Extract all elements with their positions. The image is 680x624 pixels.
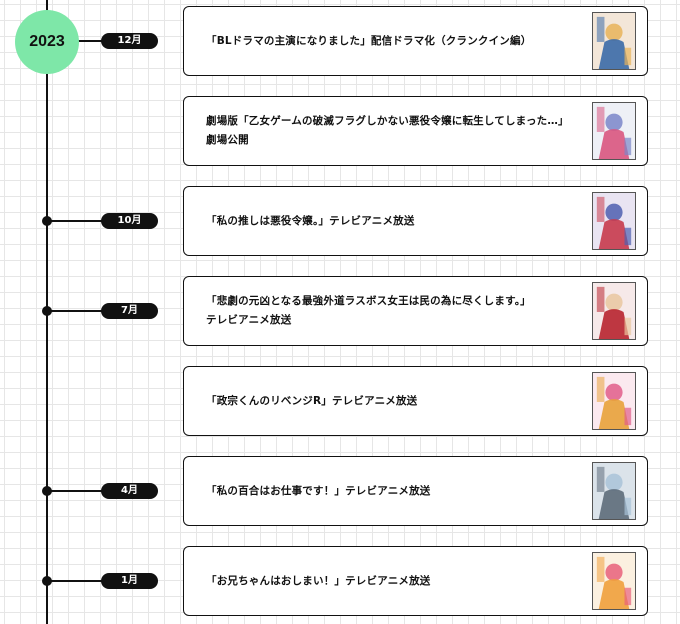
month-badge: 10月 [101,213,158,229]
month-badge: 4月 [101,483,158,499]
cover-art [593,463,635,519]
book-cover-image[interactable] [592,552,636,610]
book-cover-image[interactable] [592,372,636,430]
card-title: 劇場版「乙女ゲームの破滅フラグしかない悪役令嬢に転生してしまった…」劇場公開 [206,97,591,165]
book-cover-image[interactable] [592,462,636,520]
card-title: 「私の推しは悪役令嬢。」テレビアニメ放送 [206,187,591,255]
card-title-line: 「政宗くんのリベンジR」テレビアニメ放送 [206,394,418,407]
timeline-card[interactable]: 劇場版「乙女ゲームの破滅フラグしかない悪役令嬢に転生してしまった…」劇場公開 [183,96,648,166]
card-title-line: 劇場公開 [206,134,249,146]
card-title-line: 劇場版「乙女ゲームの破滅フラグしかない悪役令嬢に転生してしまった…」 [206,115,569,127]
book-cover-image[interactable] [592,102,636,160]
card-title-line: 「悲劇の元凶となる最強外道ラスボス女王は民の為に尽くします。」 [206,295,531,307]
card-title-line: 「私の百合はお仕事です！」テレビアニメ放送 [206,484,431,497]
month-badge: 7月 [101,303,158,319]
timeline-dot [42,216,52,226]
card-title: 「私の百合はお仕事です！」テレビアニメ放送 [206,457,591,525]
card-title: 「悲劇の元凶となる最強外道ラスボス女王は民の為に尽くします。」テレビアニメ放送 [206,277,591,345]
timeline-connector [47,490,107,492]
timeline-connector [47,580,107,582]
month-badge: 1月 [101,573,158,589]
book-cover-image[interactable] [592,12,636,70]
timeline-dot [42,486,52,496]
card-title-line: 「BLドラマの主演になりました」配信ドラマ化（クランクイン編） [206,34,532,47]
cover-art [593,193,635,249]
card-title-line: 「お兄ちゃんはおしまい！」テレビアニメ放送 [206,574,431,587]
cover-art [593,373,635,429]
book-cover-image[interactable] [592,282,636,340]
card-title-line: テレビアニメ放送 [206,314,292,326]
card-title: 「政宗くんのリベンジR」テレビアニメ放送 [206,367,591,435]
timeline-card[interactable]: 「私の百合はお仕事です！」テレビアニメ放送 [183,456,648,526]
card-title-line: 「私の推しは悪役令嬢。」テレビアニメ放送 [206,214,415,227]
year-badge: 2023 [15,10,79,74]
timeline-connector [47,310,107,312]
cover-art [593,283,635,339]
timeline-dot [42,576,52,586]
cover-art [593,553,635,609]
timeline-card[interactable]: 「お兄ちゃんはおしまい！」テレビアニメ放送 [183,546,648,616]
timeline-connector [47,220,107,222]
card-title: 「お兄ちゃんはおしまい！」テレビアニメ放送 [206,547,591,615]
cover-art [593,13,635,69]
book-cover-image[interactable] [592,192,636,250]
timeline-card[interactable]: 「政宗くんのリベンジR」テレビアニメ放送 [183,366,648,436]
timeline-card[interactable]: 「BLドラマの主演になりました」配信ドラマ化（クランクイン編） [183,6,648,76]
timeline-card[interactable]: 「悲劇の元凶となる最強外道ラスボス女王は民の為に尽くします。」テレビアニメ放送 [183,276,648,346]
timeline-card[interactable]: 「私の推しは悪役令嬢。」テレビアニメ放送 [183,186,648,256]
cover-art [593,103,635,159]
month-badge: 12月 [101,33,158,49]
card-title: 「BLドラマの主演になりました」配信ドラマ化（クランクイン編） [206,7,591,75]
timeline-dot [42,306,52,316]
